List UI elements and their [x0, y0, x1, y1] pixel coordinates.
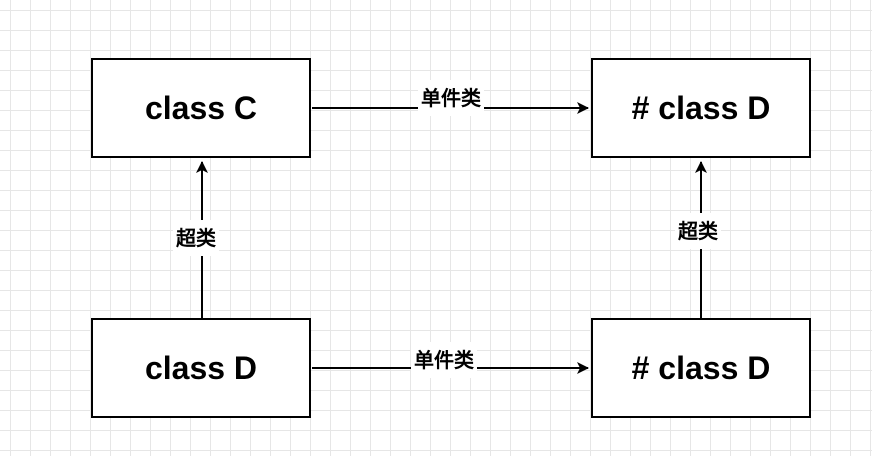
edge-bottom-singleton-label: 单件类	[411, 342, 477, 378]
node-hash-class-d-bottom[interactable]: # class D	[591, 318, 811, 418]
node-class-d[interactable]: class D	[91, 318, 311, 418]
node-class-c[interactable]: class C	[91, 58, 311, 158]
edge-left-superclass-label: 超类	[173, 220, 219, 256]
node-hash-class-d-top[interactable]: # class D	[591, 58, 811, 158]
edge-right-superclass-label: 超类	[675, 213, 721, 249]
node-class-d-label: class D	[144, 349, 258, 386]
node-hash-class-d-bottom-label: # class D	[631, 349, 771, 386]
node-class-c-label: class C	[144, 89, 258, 126]
node-hash-class-d-top-label: # class D	[631, 89, 771, 126]
edge-top-singleton-label: 单件类	[418, 80, 484, 116]
